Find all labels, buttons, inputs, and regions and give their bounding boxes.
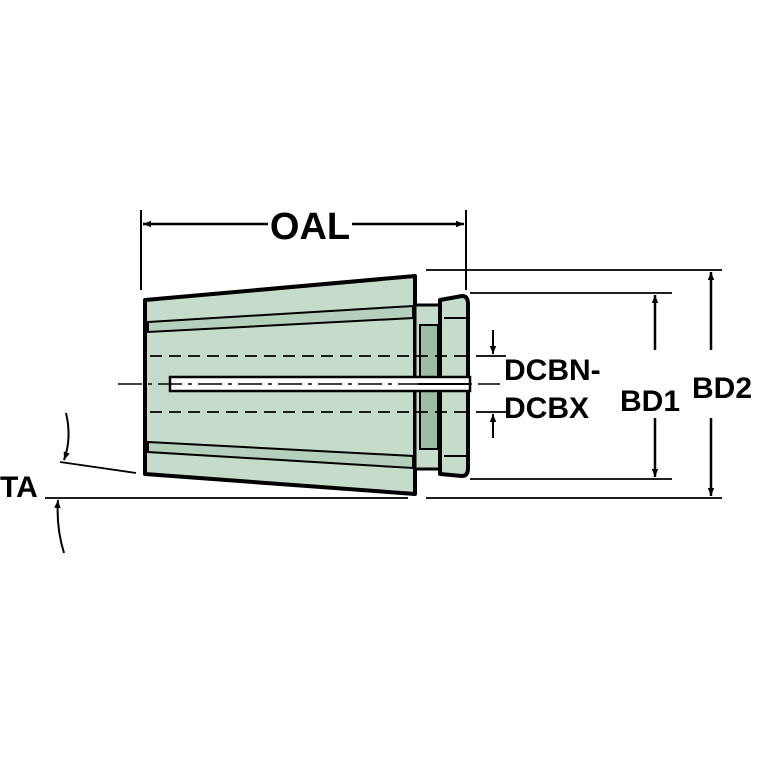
collet-body: [118, 274, 500, 496]
upper-band: [147, 304, 414, 334]
bd1-label: BD1: [620, 385, 680, 418]
dcbx-label: DCBX: [504, 392, 589, 425]
dcbn-label: DCBN-: [504, 354, 601, 387]
bore-dimension: DCBN- DCBX: [476, 330, 601, 438]
bd2-dimension: BD2: [426, 269, 752, 499]
oal-dimension: OAL: [140, 206, 467, 290]
bd1-dimension: BD1: [470, 292, 680, 480]
bd2-label: BD2: [692, 372, 752, 405]
oal-label: OAL: [270, 206, 350, 248]
lower-band: [147, 440, 414, 470]
ta-label: TA: [0, 471, 38, 504]
ta-dimension: TA: [0, 412, 408, 554]
